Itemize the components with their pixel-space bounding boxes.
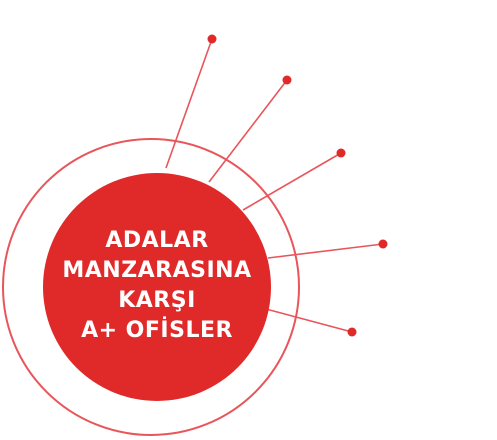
connector-line-4 — [267, 243, 384, 259]
headline-line-4: A+ OFİSLER — [81, 318, 233, 343]
headline-line-1: ADALAR — [105, 228, 209, 253]
dot-icon — [378, 239, 388, 249]
outer-ring — [2, 138, 300, 436]
dot-icon — [207, 34, 217, 44]
dot-icon — [336, 148, 346, 158]
connector-dots — [207, 34, 388, 337]
connector-line-5 — [265, 308, 353, 333]
headline: ADALAR MANZARASINA KARŞI A+ OFİSLER — [42, 226, 272, 346]
connector-line-1 — [165, 38, 213, 169]
connector-lines — [165, 38, 384, 333]
headline-line-3: KARŞI — [118, 288, 196, 313]
red-disc — [43, 173, 271, 401]
connector-line-2 — [208, 79, 288, 183]
dot-icon — [347, 327, 357, 337]
connector-line-3 — [242, 152, 342, 211]
headline-line-2: MANZARASINA — [62, 258, 252, 283]
dot-icon — [282, 75, 292, 85]
